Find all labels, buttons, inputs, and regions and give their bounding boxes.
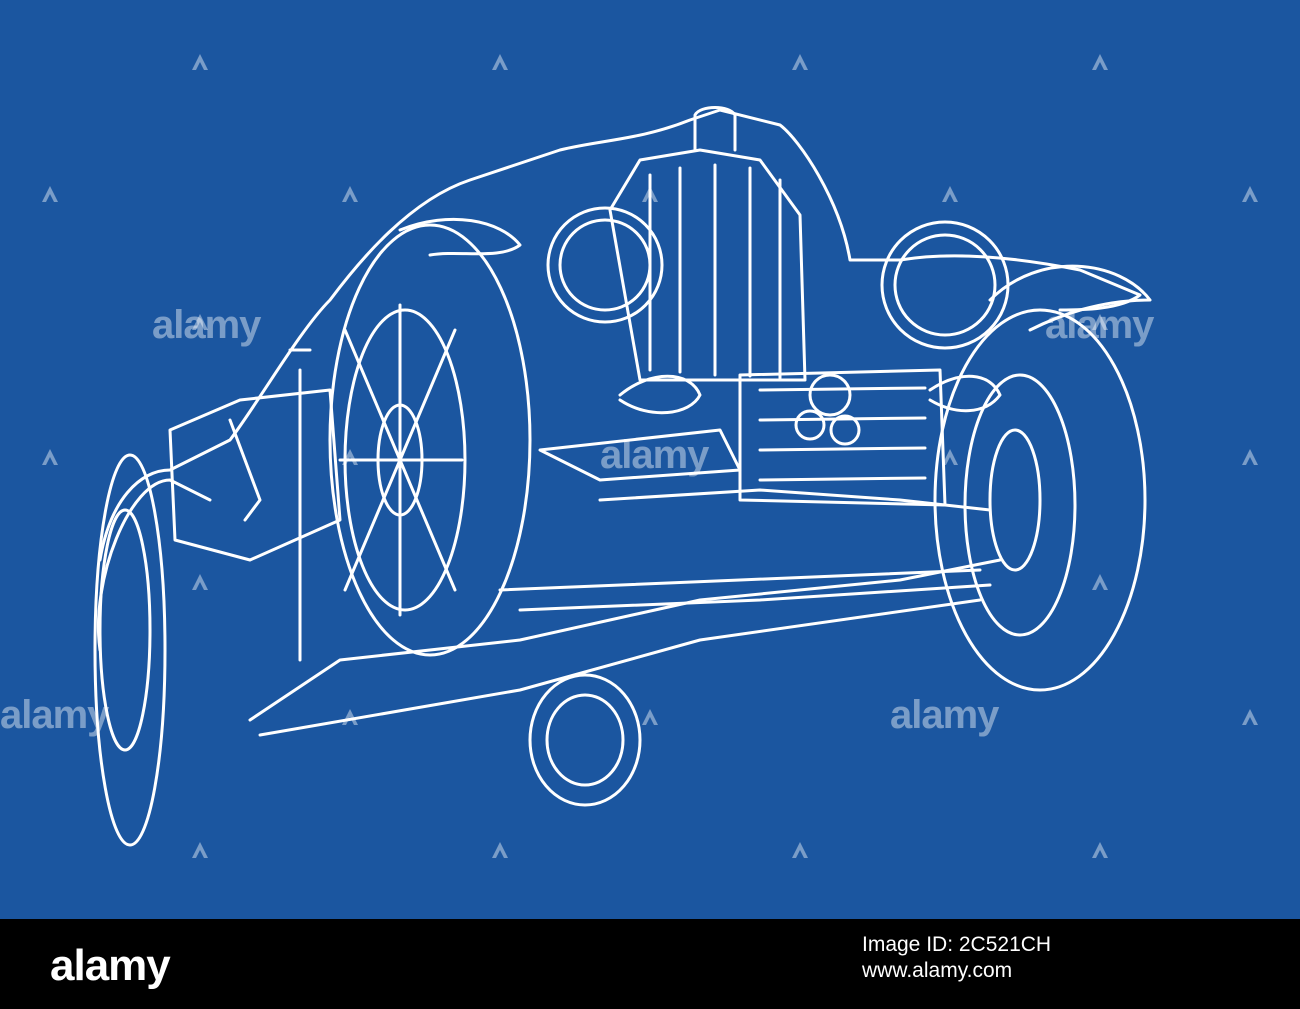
alamy-a-icon	[1092, 54, 1108, 70]
alamy-a-icon	[192, 54, 208, 70]
front-left-wheel	[328, 223, 532, 657]
watermark-text: alamy	[1045, 303, 1154, 347]
watermark-layer	[42, 54, 1258, 858]
radiator	[608, 148, 807, 382]
rear-left-wheel	[93, 453, 167, 847]
alamy-a-icon	[192, 842, 208, 858]
alamy-a-icon	[792, 54, 808, 70]
alamy-a-icon	[1092, 842, 1108, 858]
radiator-cap	[693, 106, 737, 152]
alamy-a-icon	[492, 842, 508, 858]
watermark-text: alamy	[152, 303, 261, 347]
watermark-text: alamy	[600, 433, 709, 477]
alamy-a-icon	[42, 186, 58, 202]
alamy-a-icon	[1242, 449, 1258, 465]
vintage-car-line-drawing	[42, 54, 1258, 858]
alamy-a-icon	[642, 709, 658, 725]
alamy-a-icon	[942, 449, 958, 465]
car-body-outline	[98, 108, 1142, 562]
image-id: Image ID: 2C521CH	[862, 933, 1052, 956]
alamy-a-icon	[1242, 709, 1258, 725]
right-headlight	[880, 220, 1010, 350]
alamy-a-icon	[192, 574, 208, 590]
alamy-a-icon	[1092, 574, 1108, 590]
alamy-a-icon	[342, 449, 358, 465]
alamy-a-icon	[42, 449, 58, 465]
alamy-a-icon	[492, 54, 508, 70]
left-headlight	[546, 206, 664, 324]
alamy-a-icon	[192, 314, 208, 330]
rear-right-wheel	[528, 673, 642, 807]
alamy-a-icon	[1092, 314, 1108, 330]
alamy-a-icon	[792, 842, 808, 858]
alamy-a-icon	[1242, 186, 1258, 202]
front-right-wheel	[933, 308, 1147, 692]
brand-logo: alamy	[50, 941, 171, 990]
blueprint-artwork: alamy alamy alamy alamy alamy	[0, 0, 1300, 919]
site-url: www.alamy.com	[862, 959, 1013, 982]
alamy-a-icon	[342, 186, 358, 202]
watermark-text: alamy	[0, 693, 109, 737]
footer-bar: alamy Image ID: 2C521CH www.alamy.com	[0, 919, 1300, 1009]
alamy-a-icon	[942, 186, 958, 202]
alamy-a-icon	[342, 709, 358, 725]
alamy-a-icon	[642, 186, 658, 202]
watermark-text: alamy	[890, 693, 999, 737]
